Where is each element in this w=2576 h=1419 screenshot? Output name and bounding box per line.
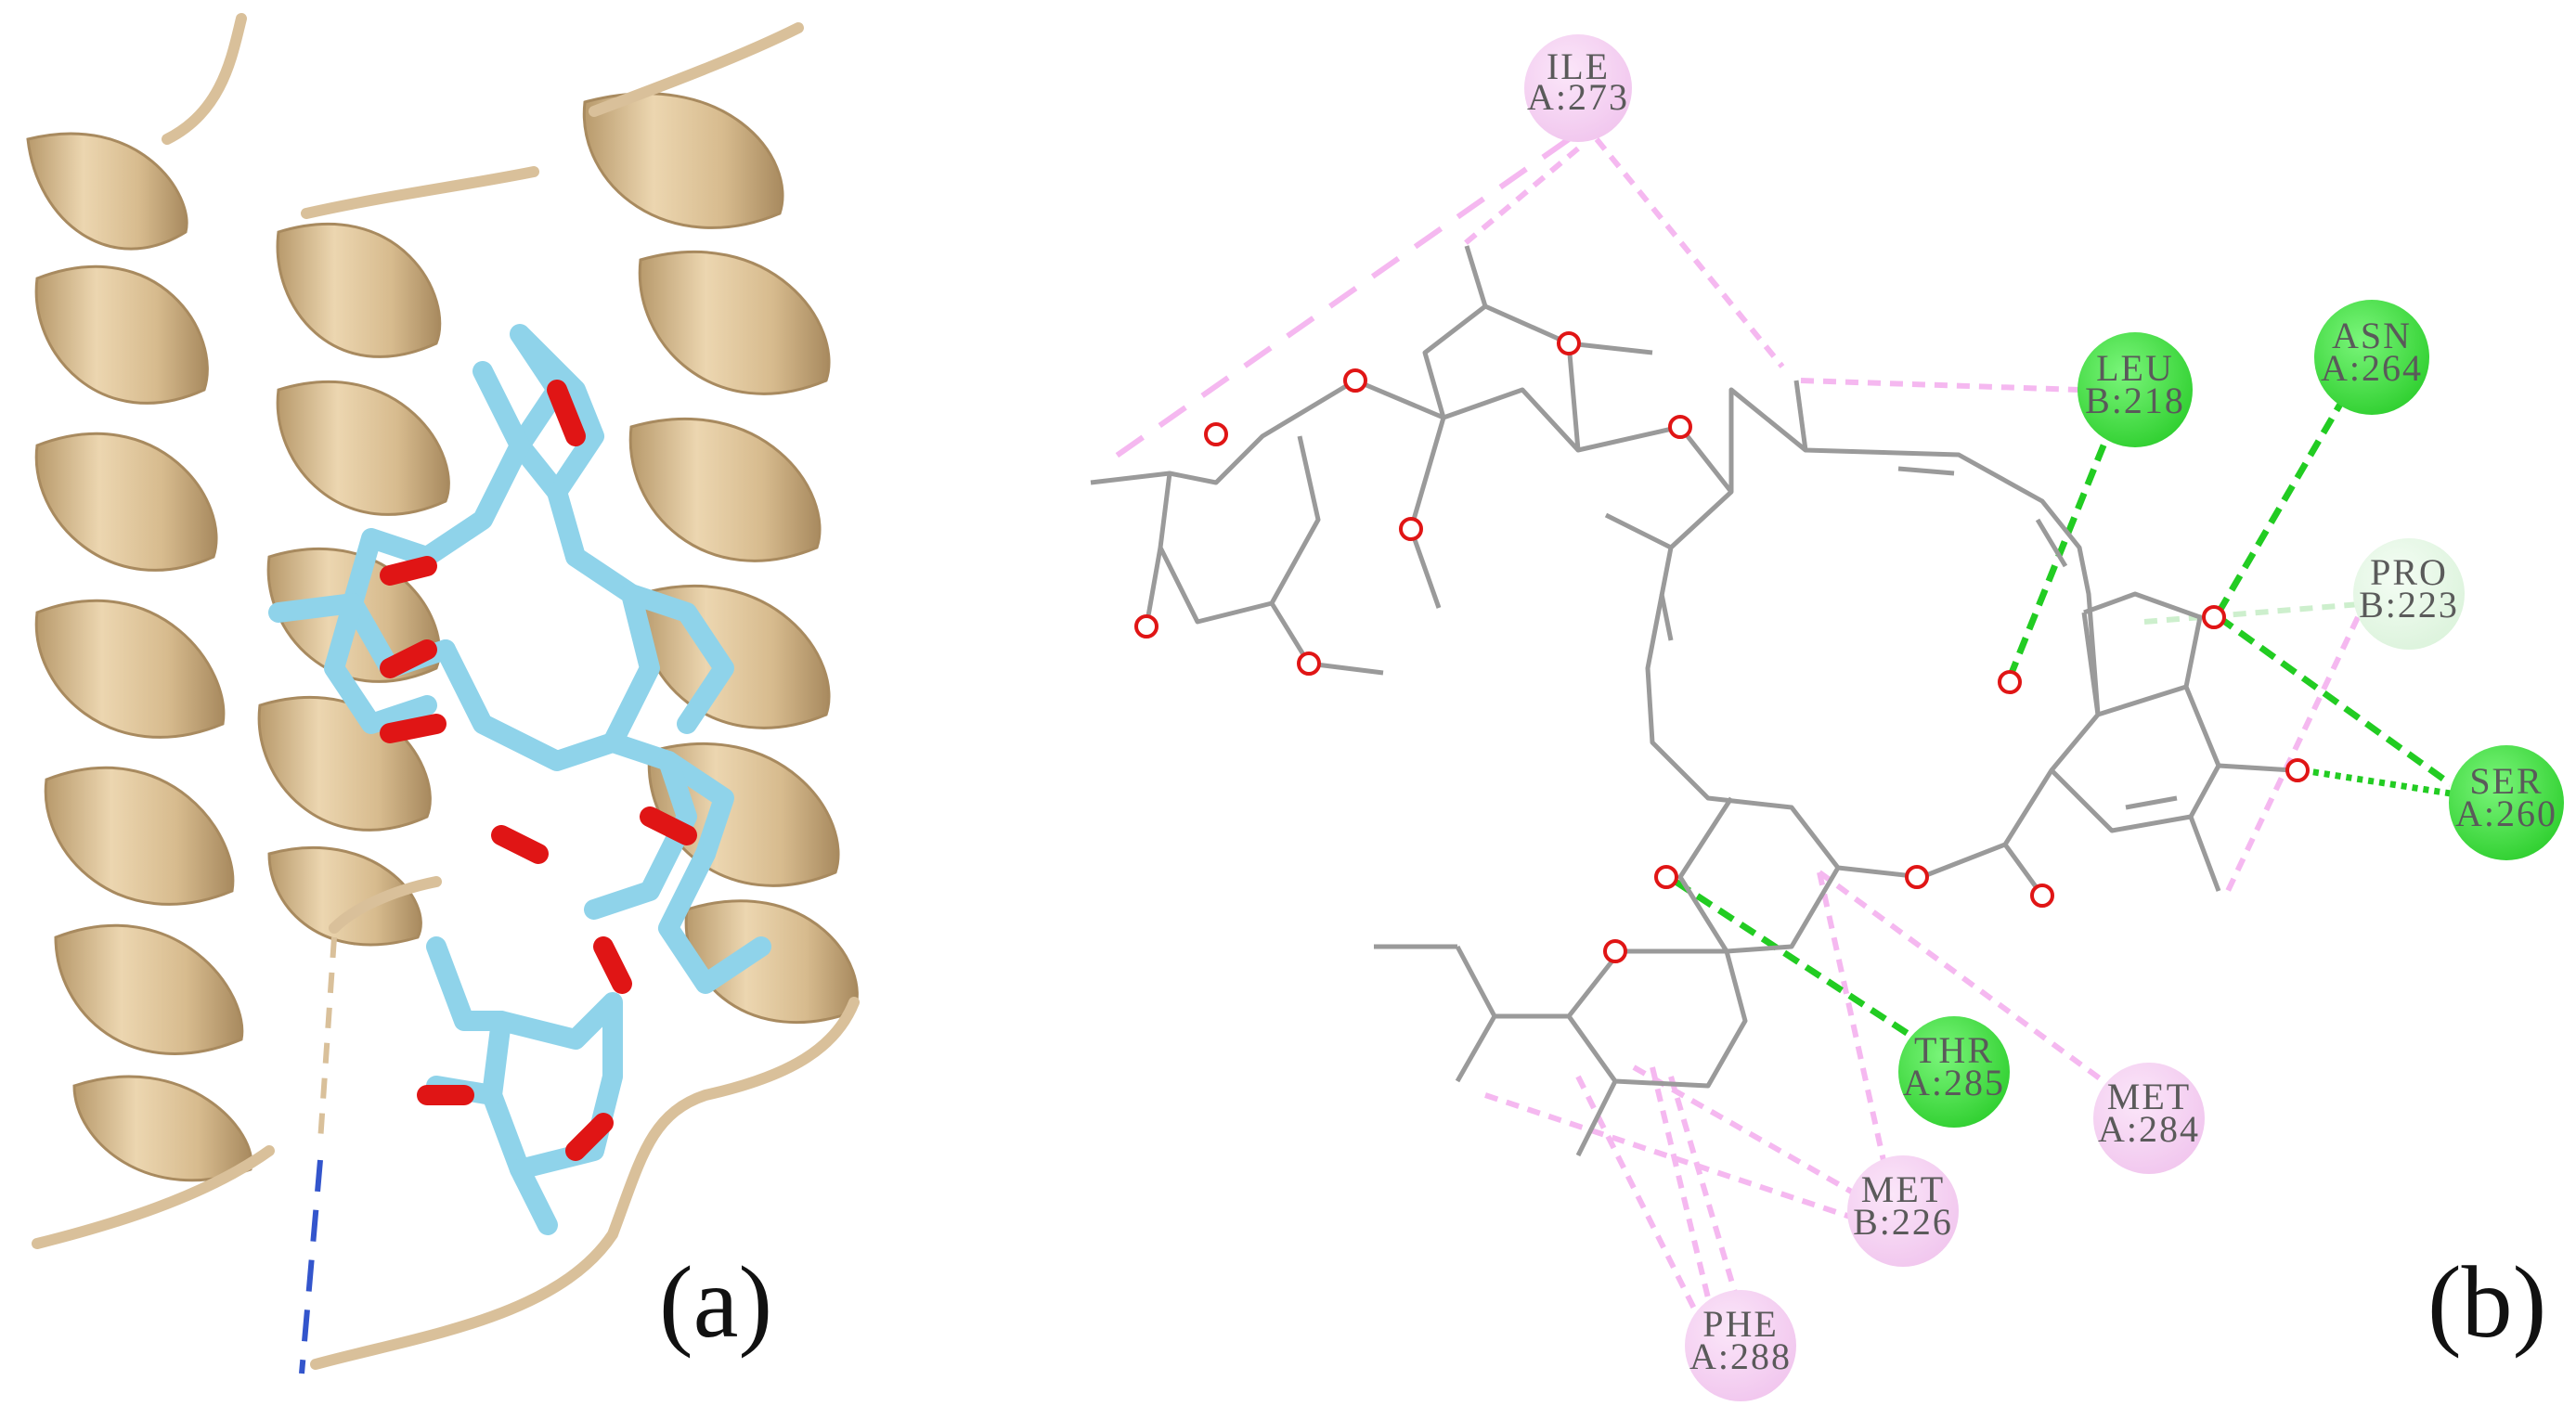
residue-leu218-pos: B:218 (2085, 380, 2185, 421)
residue-asn264-pos: A:264 (2321, 347, 2423, 389)
residue-leu218-name: LEU (2096, 347, 2174, 389)
residue-met226-name: MET (1861, 1168, 1945, 1210)
residue-disc-asn264: ASN A:264 (2314, 300, 2429, 415)
helix-left (26, 132, 253, 1182)
residue-phe288-name: PHE (1702, 1303, 1779, 1345)
chain-break-upper (317, 936, 337, 1142)
residue-pro223-pos: B:223 (2359, 584, 2459, 626)
ligand-oxygen-atoms (1134, 331, 2310, 963)
loop-left-bottom (32, 1145, 275, 1249)
residue-ser260-pos: A:260 (2455, 793, 2557, 834)
panel-label-b: (b) (2427, 1245, 2546, 1359)
loop-left-top (162, 13, 247, 145)
residue-ile273-pos: A:273 (1527, 76, 1629, 118)
residue-disc-thr285: THR A:285 (1898, 1016, 2010, 1128)
residue-disc-ile273: ILE A:273 (1524, 34, 1632, 142)
residue-thr285-name: THR (1914, 1029, 1994, 1071)
residue-met284-name: MET (2107, 1076, 2191, 1117)
residue-met226-pos: B:226 (1853, 1201, 1953, 1243)
loop-middle-top (301, 166, 539, 219)
residue-asn264-name: ASN (2332, 315, 2412, 356)
panel-label-a: (a) (659, 1245, 772, 1359)
loop-middle-bottom (329, 876, 442, 934)
carbon-hbond-pro223 (2143, 600, 2373, 625)
loop-right-top (589, 22, 804, 117)
residue-met284-pos: A:284 (2098, 1108, 2200, 1150)
residue-disc-pro223: PRO B:223 (2353, 538, 2465, 650)
panel-a-protein-ribbon: (a) (26, 13, 860, 1374)
residue-ser260-name: SER (2469, 760, 2543, 802)
helix-right (582, 92, 859, 1024)
chain-break-lower (299, 1159, 323, 1374)
residue-disc-phe288: PHE A:288 (1685, 1290, 1796, 1401)
residue-ile273-name: ILE (1547, 45, 1610, 87)
residue-phe288-pos: A:288 (1689, 1335, 1792, 1377)
hydrophobic-interactions (1103, 136, 2361, 1338)
panel-b-interaction-diagram: ILE A:273 LEU B:218 ASN A:264 PRO B:223 … (1090, 34, 2564, 1401)
residue-disc-met226: MET B:226 (1847, 1155, 1959, 1267)
residue-disc-met284: MET A:284 (2093, 1063, 2205, 1174)
loop-right-bottom (310, 997, 860, 1370)
ligand-sticks (268, 324, 771, 1235)
residue-disc-leu218: LEU B:218 (2078, 332, 2193, 447)
residue-pro223-name: PRO (2370, 551, 2448, 593)
residue-thr285-pos: A:285 (1903, 1062, 2005, 1103)
ligand-2d-skeleton (1090, 245, 2294, 1157)
residue-disc-ser260: SER A:260 (2449, 745, 2564, 860)
hydrogen-bonds (1674, 388, 2453, 1051)
